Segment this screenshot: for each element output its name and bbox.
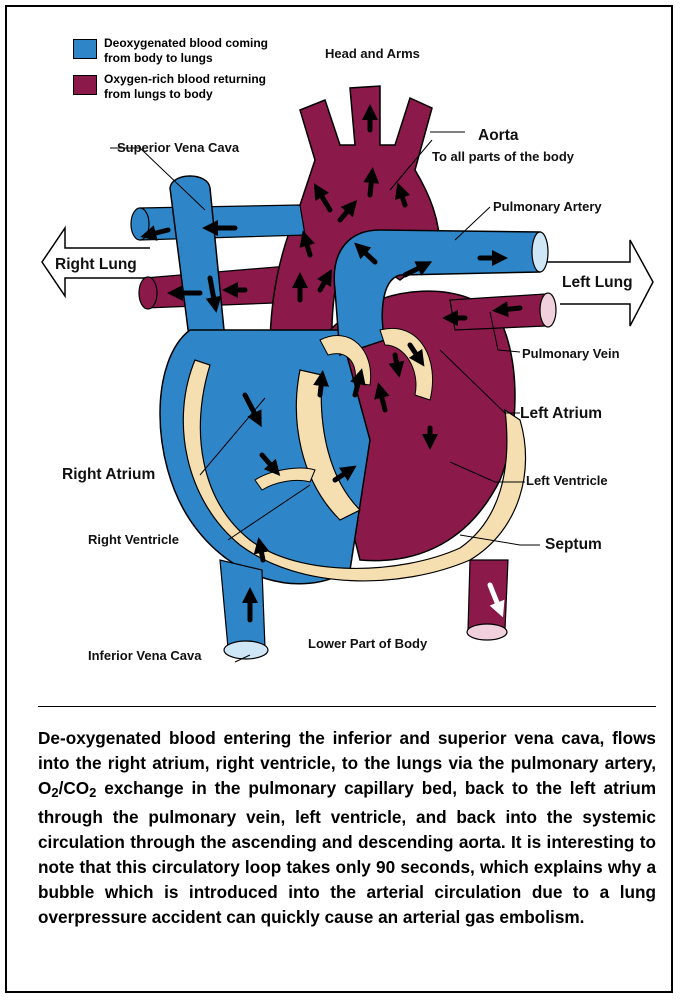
legend-swatch-oxygenated (73, 75, 97, 95)
descending-aorta (468, 560, 508, 630)
label-pulmonary-vein: Pulmonary Vein (522, 346, 620, 361)
inferior-vena-cava (220, 560, 265, 648)
left-pulmonary-vein (450, 294, 545, 330)
label-head-arms: Head and Arms (325, 46, 420, 61)
label-aorta-sub: To all parts of the body (432, 149, 574, 164)
label-left-atrium: Left Atrium (520, 405, 602, 423)
label-left-ventricle: Left Ventricle (526, 473, 608, 488)
label-right-ventricle: Right Ventricle (88, 532, 179, 547)
label-right-lung: Right Lung (55, 256, 137, 274)
label-right-atrium: Right Atrium (62, 466, 155, 484)
label-inferior-vena-cava: Inferior Vena Cava (88, 648, 201, 663)
caption-divider (38, 706, 656, 707)
label-aorta: Aorta (478, 127, 518, 145)
label-left-lung: Left Lung (562, 274, 633, 292)
label-pulmonary-artery: Pulmonary Artery (493, 199, 602, 214)
label-superior-vena-cava: Superior Vena Cava (117, 140, 239, 155)
figure-caption: De-oxygenated blood entering the inferio… (38, 726, 656, 929)
legend-swatch-deoxygenated (73, 39, 97, 59)
legend-deoxygenated: Deoxygenated blood coming from body to l… (104, 36, 294, 66)
descending-aorta-opening (467, 624, 507, 640)
legend-oxygenated: Oxygen-rich blood returning from lungs t… (104, 72, 294, 102)
superior-vena-cava (170, 176, 225, 345)
right-pulmonary-artery (140, 205, 305, 240)
label-lower-body: Lower Part of Body (308, 636, 427, 651)
label-septum: Septum (545, 536, 602, 554)
